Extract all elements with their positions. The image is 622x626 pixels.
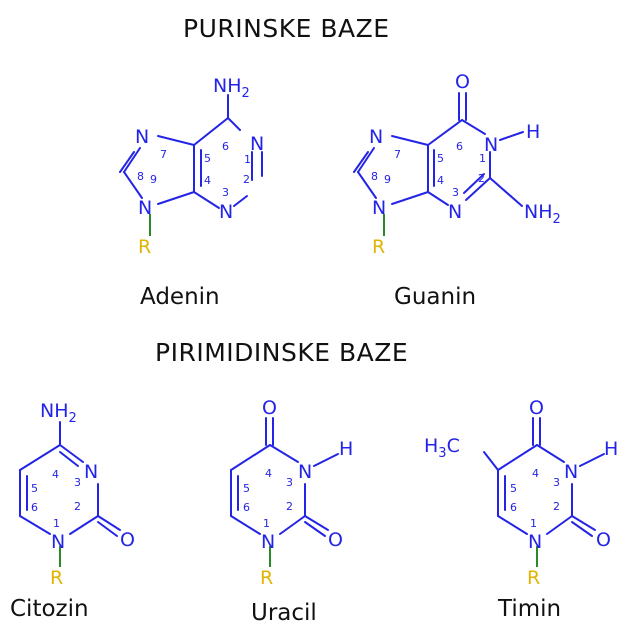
thymine-num-4: 4 (532, 467, 539, 480)
guanine-name: Guanin (394, 284, 477, 310)
cytosine-num-1: 1 (53, 517, 60, 530)
cytosine-n1: N (51, 531, 65, 553)
adenine-num-9: 9 (150, 173, 157, 186)
uracil-num-4: 4 (265, 467, 272, 480)
cytosine-o2: O (120, 529, 135, 551)
adenine-num-2: 2 (243, 173, 250, 186)
thymine-num-2: 2 (553, 500, 560, 513)
cytosine-num-6: 6 (31, 501, 38, 514)
uracil-h3: H (339, 438, 353, 460)
adenine-n1: N (250, 133, 264, 155)
thymine-num-1: 1 (530, 517, 537, 530)
thymine-num-5: 5 (510, 482, 517, 495)
guanine-n7: N (369, 126, 383, 148)
thymine-o2: O (596, 529, 611, 551)
guanine-n3: N (448, 201, 462, 223)
adenine-num-4: 4 (204, 174, 211, 187)
guanine-num-4: 4 (437, 174, 444, 187)
cytosine-name: Citozin (10, 596, 89, 622)
guanine-num-5: 5 (437, 152, 444, 165)
guanine-num-9: 9 (384, 173, 391, 186)
adenine-n3: N (219, 201, 233, 223)
purines-heading: PURINSKE BAZE (183, 14, 390, 43)
uracil-name: Uracil (251, 600, 317, 626)
adenine-num-7: 7 (160, 148, 167, 161)
adenine-name: Adenin (140, 284, 220, 310)
cytosine-r: R (50, 567, 63, 589)
guanine-num-8: 8 (371, 170, 378, 183)
thymine-h3: H (604, 438, 618, 460)
guanine-nh2-label: NH2 (524, 201, 561, 227)
guanine-r: R (372, 236, 385, 258)
thymine-num-6: 6 (510, 501, 517, 514)
cytosine-nh2-label: NH2 (40, 400, 77, 426)
thymine-n3: N (564, 461, 578, 483)
guanine-o6: O (455, 71, 470, 93)
guanine-n9: N (372, 197, 386, 219)
uracil-o2: O (328, 529, 343, 551)
pyrimidines-heading: PIRIMIDINSKE BAZE (155, 338, 409, 367)
guanine-num-1: 1 (479, 152, 486, 165)
adenine-num-8: 8 (137, 170, 144, 183)
adenine-nh2-label: NH2 (213, 75, 250, 101)
guanine-n1: N (484, 134, 498, 156)
cytosine-num-2: 2 (74, 500, 81, 513)
adenine-num-6: 6 (222, 140, 229, 153)
uracil-num-6: 6 (243, 501, 250, 514)
uracil-n1: N (261, 531, 275, 553)
uracil-n3: N (298, 461, 312, 483)
adenine-r: R (138, 236, 151, 258)
adenine-n9: N (138, 197, 152, 219)
guanine-num-6: 6 (456, 140, 463, 153)
thymine-name: Timin (498, 596, 562, 622)
thymine-num-3: 3 (553, 476, 560, 489)
guanine-num-2: 2 (478, 172, 485, 185)
thymine-r: R (527, 567, 540, 589)
cytosine-n3: N (84, 461, 98, 483)
adenine-num-3: 3 (222, 186, 229, 199)
cytosine-num-3: 3 (74, 476, 81, 489)
uracil-num-1: 1 (263, 517, 270, 530)
guanine-num-3: 3 (452, 186, 459, 199)
uracil-o4: O (262, 397, 277, 419)
cytosine-num-4: 4 (52, 468, 59, 481)
thymine-methyl-label: H3C (424, 435, 460, 461)
cytosine-num-5: 5 (31, 482, 38, 495)
thymine-n1: N (528, 531, 542, 553)
uracil-num-5: 5 (243, 482, 250, 495)
guanine-h1: H (526, 121, 540, 143)
adenine-num-1: 1 (244, 153, 251, 166)
thymine-o4: O (529, 397, 544, 419)
uracil-r: R (260, 567, 273, 589)
uracil-num-3: 3 (286, 476, 293, 489)
adenine-n7: N (135, 126, 149, 148)
adenine-num-5: 5 (204, 152, 211, 165)
uracil-num-2: 2 (286, 500, 293, 513)
guanine-num-7: 7 (394, 148, 401, 161)
